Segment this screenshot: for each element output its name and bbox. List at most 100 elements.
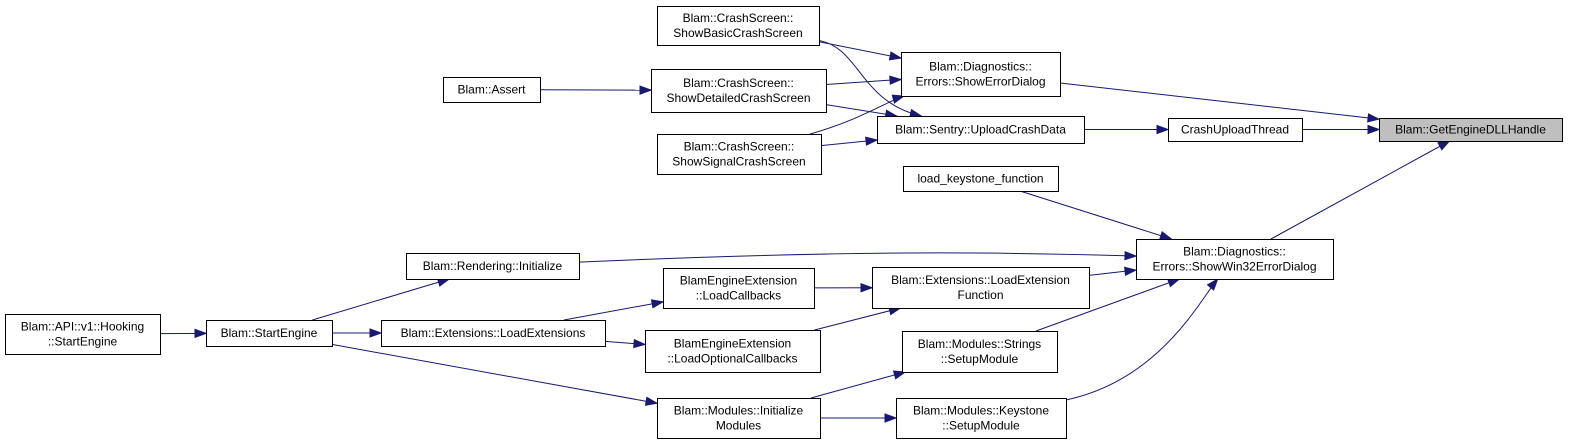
edge-showSignalCrashScreen-to-uploadCrashData xyxy=(820,136,879,147)
node-label-line: ::LoadCallbacks xyxy=(696,289,781,303)
node-label-line: Blam::CrashScreen:: xyxy=(683,76,794,90)
edge-assert-to-showDetailedCrashScreen xyxy=(539,85,653,95)
arrowhead-icon xyxy=(639,85,653,95)
edge-line xyxy=(1270,140,1450,240)
node-box xyxy=(903,166,1059,192)
edge-keystoneSetupModule-to-showWin32ErrorDialog xyxy=(1065,277,1219,401)
node-label-line: Blam::GetEngineDLLHandle xyxy=(1395,123,1546,137)
edge-showDetailedCrashScreen-to-showErrorDialog xyxy=(825,75,903,86)
node-label-line: ::StartEngine xyxy=(48,335,118,349)
edge-modulesInitialize-to-keystoneSetupModule xyxy=(820,413,898,423)
node-show-win32-error-dialog[interactable]: Blam::Diagnostics::Errors::ShowWin32Erro… xyxy=(1136,239,1334,280)
node-strings-setup-module[interactable]: Blam::Modules::Strings::SetupModule xyxy=(902,331,1058,373)
node-label-line: Blam::Modules::Strings xyxy=(918,337,1041,351)
arrowhead-icon xyxy=(1166,278,1181,288)
node-label-line: Errors::ShowErrorDialog xyxy=(915,75,1045,89)
node-label-line: BlamEngineExtension xyxy=(674,337,791,351)
node-box xyxy=(657,6,820,46)
edge-modulesInitialize-to-stringsSetupModule xyxy=(810,370,907,399)
node-show-error-dialog[interactable]: Blam::Diagnostics::Errors::ShowErrorDial… xyxy=(901,52,1061,97)
node-api-start-engine[interactable]: Blam::API::v1::Hooking::StartEngine xyxy=(5,314,161,355)
node-box xyxy=(645,330,821,373)
node-box xyxy=(872,267,1090,309)
edge-line xyxy=(331,343,658,404)
node-load-callbacks[interactable]: BlamEngineExtension::LoadCallbacks xyxy=(663,268,815,309)
node-label-line: Blam::Rendering::Initialize xyxy=(423,259,563,273)
node-label-line: ShowDetailedCrashScreen xyxy=(666,91,810,105)
node-label-line: Blam::Diagnostics:: xyxy=(929,60,1032,74)
node-load-extensions[interactable]: Blam::Extensions::LoadExtensions xyxy=(381,320,606,347)
edge-loadOptionalCallbacks-to-extLoadExtensionFunction xyxy=(814,306,902,331)
node-box xyxy=(896,398,1067,439)
edge-layer xyxy=(159,39,1451,423)
node-label-line: load_keystone_function xyxy=(917,172,1043,186)
edge-line xyxy=(563,301,664,321)
node-box xyxy=(901,52,1061,97)
edge-line xyxy=(810,371,906,399)
node-label-line: Blam::Modules::Initialize xyxy=(674,404,804,418)
edge-loadExtensions-to-loadCallbacks xyxy=(563,299,665,321)
node-label-line: Errors::ShowWin32ErrorDialog xyxy=(1152,260,1316,274)
node-label-line: ShowBasicCrashScreen xyxy=(673,26,802,40)
node-box xyxy=(1168,118,1303,142)
node-load-optional-callbacks[interactable]: BlamEngineExtension::LoadOptionalCallbac… xyxy=(645,330,821,373)
node-box xyxy=(651,69,827,113)
node-label-line: Blam::Assert xyxy=(457,83,526,97)
node-label-line: Function xyxy=(957,288,1003,302)
node-label-line: CrashUploadThread xyxy=(1181,123,1289,137)
node-show-signal-crash-screen[interactable]: Blam::CrashScreen::ShowSignalCrashScreen xyxy=(657,134,822,175)
node-rendering-initialize[interactable]: Blam::Rendering::Initialize xyxy=(406,253,580,280)
node-show-basic-crash-screen[interactable]: Blam::CrashScreen::ShowBasicCrashScreen xyxy=(657,6,820,46)
node-label-line: ShowSignalCrashScreen xyxy=(672,155,805,169)
node-box xyxy=(877,116,1085,144)
node-label-line: Blam::CrashScreen:: xyxy=(683,11,794,25)
arrowhead-icon xyxy=(1156,124,1170,135)
node-get-engine-d-l-l-handle[interactable]: Blam::GetEngineDLLHandle xyxy=(1379,118,1563,142)
node-label-line: Blam::Diagnostics:: xyxy=(1183,245,1286,259)
node-label-line: ::LoadOptionalCallbacks xyxy=(667,352,797,366)
node-upload-crash-data[interactable]: Blam::Sentry::UploadCrashData xyxy=(877,116,1085,144)
node-label-line: Blam::Extensions::LoadExtension xyxy=(891,273,1070,287)
arrowhead-icon xyxy=(865,136,879,146)
edge-line xyxy=(825,78,902,86)
node-box xyxy=(902,331,1058,373)
arrowhead-icon xyxy=(1437,140,1451,151)
node-box xyxy=(657,134,822,175)
node-start-engine[interactable]: Blam::StartEngine xyxy=(206,320,333,347)
node-label-line: Modules xyxy=(716,419,761,433)
arrowhead-icon xyxy=(889,75,903,85)
node-keystone-setup-module[interactable]: Blam::Modules::Keystone::SetupModule xyxy=(896,398,1067,439)
edge-line xyxy=(1019,190,1172,240)
arrowhead-icon xyxy=(891,94,906,104)
node-box xyxy=(1379,118,1563,142)
edge-loadKeystoneFunction-to-showWin32ErrorDialog xyxy=(1019,190,1173,241)
arrowhead-icon xyxy=(644,396,659,406)
node-box xyxy=(406,253,580,280)
node-label-line: Blam::API::v1::Hooking xyxy=(21,320,144,334)
edge-renderingInitialize-to-showWin32ErrorDialog xyxy=(578,251,1138,263)
edge-line xyxy=(818,39,922,117)
arrowhead-icon xyxy=(884,413,898,423)
node-box xyxy=(381,320,606,347)
arrowhead-icon xyxy=(1367,113,1381,123)
edge-loadCallbacks-to-extLoadExtensionFunction xyxy=(813,283,874,293)
node-crash-upload-thread[interactable]: CrashUploadThread xyxy=(1168,118,1303,142)
edge-line xyxy=(818,41,902,59)
node-box xyxy=(443,77,541,103)
node-box xyxy=(663,268,815,309)
edge-loadExtensions-to-loadOptionalCallbacks xyxy=(604,338,647,349)
node-box xyxy=(657,398,821,439)
node-assert[interactable]: Blam::Assert xyxy=(443,77,541,103)
node-show-detailed-crash-screen[interactable]: Blam::CrashScreen::ShowDetailedCrashScre… xyxy=(651,69,827,113)
arrowhead-icon xyxy=(1124,251,1138,261)
node-load-keystone-function[interactable]: load_keystone_function xyxy=(903,166,1059,192)
edge-startEngine-to-modulesInitialize xyxy=(331,343,659,406)
arrowhead-icon xyxy=(1206,277,1219,291)
edge-line xyxy=(578,252,1137,263)
edge-line xyxy=(1065,278,1219,401)
node-layer: Blam::GetEngineDLLHandleBlam::Diagnostic… xyxy=(5,6,1563,439)
node-box xyxy=(1136,239,1334,280)
node-label-line: Blam::Extensions::LoadExtensions xyxy=(401,326,586,340)
